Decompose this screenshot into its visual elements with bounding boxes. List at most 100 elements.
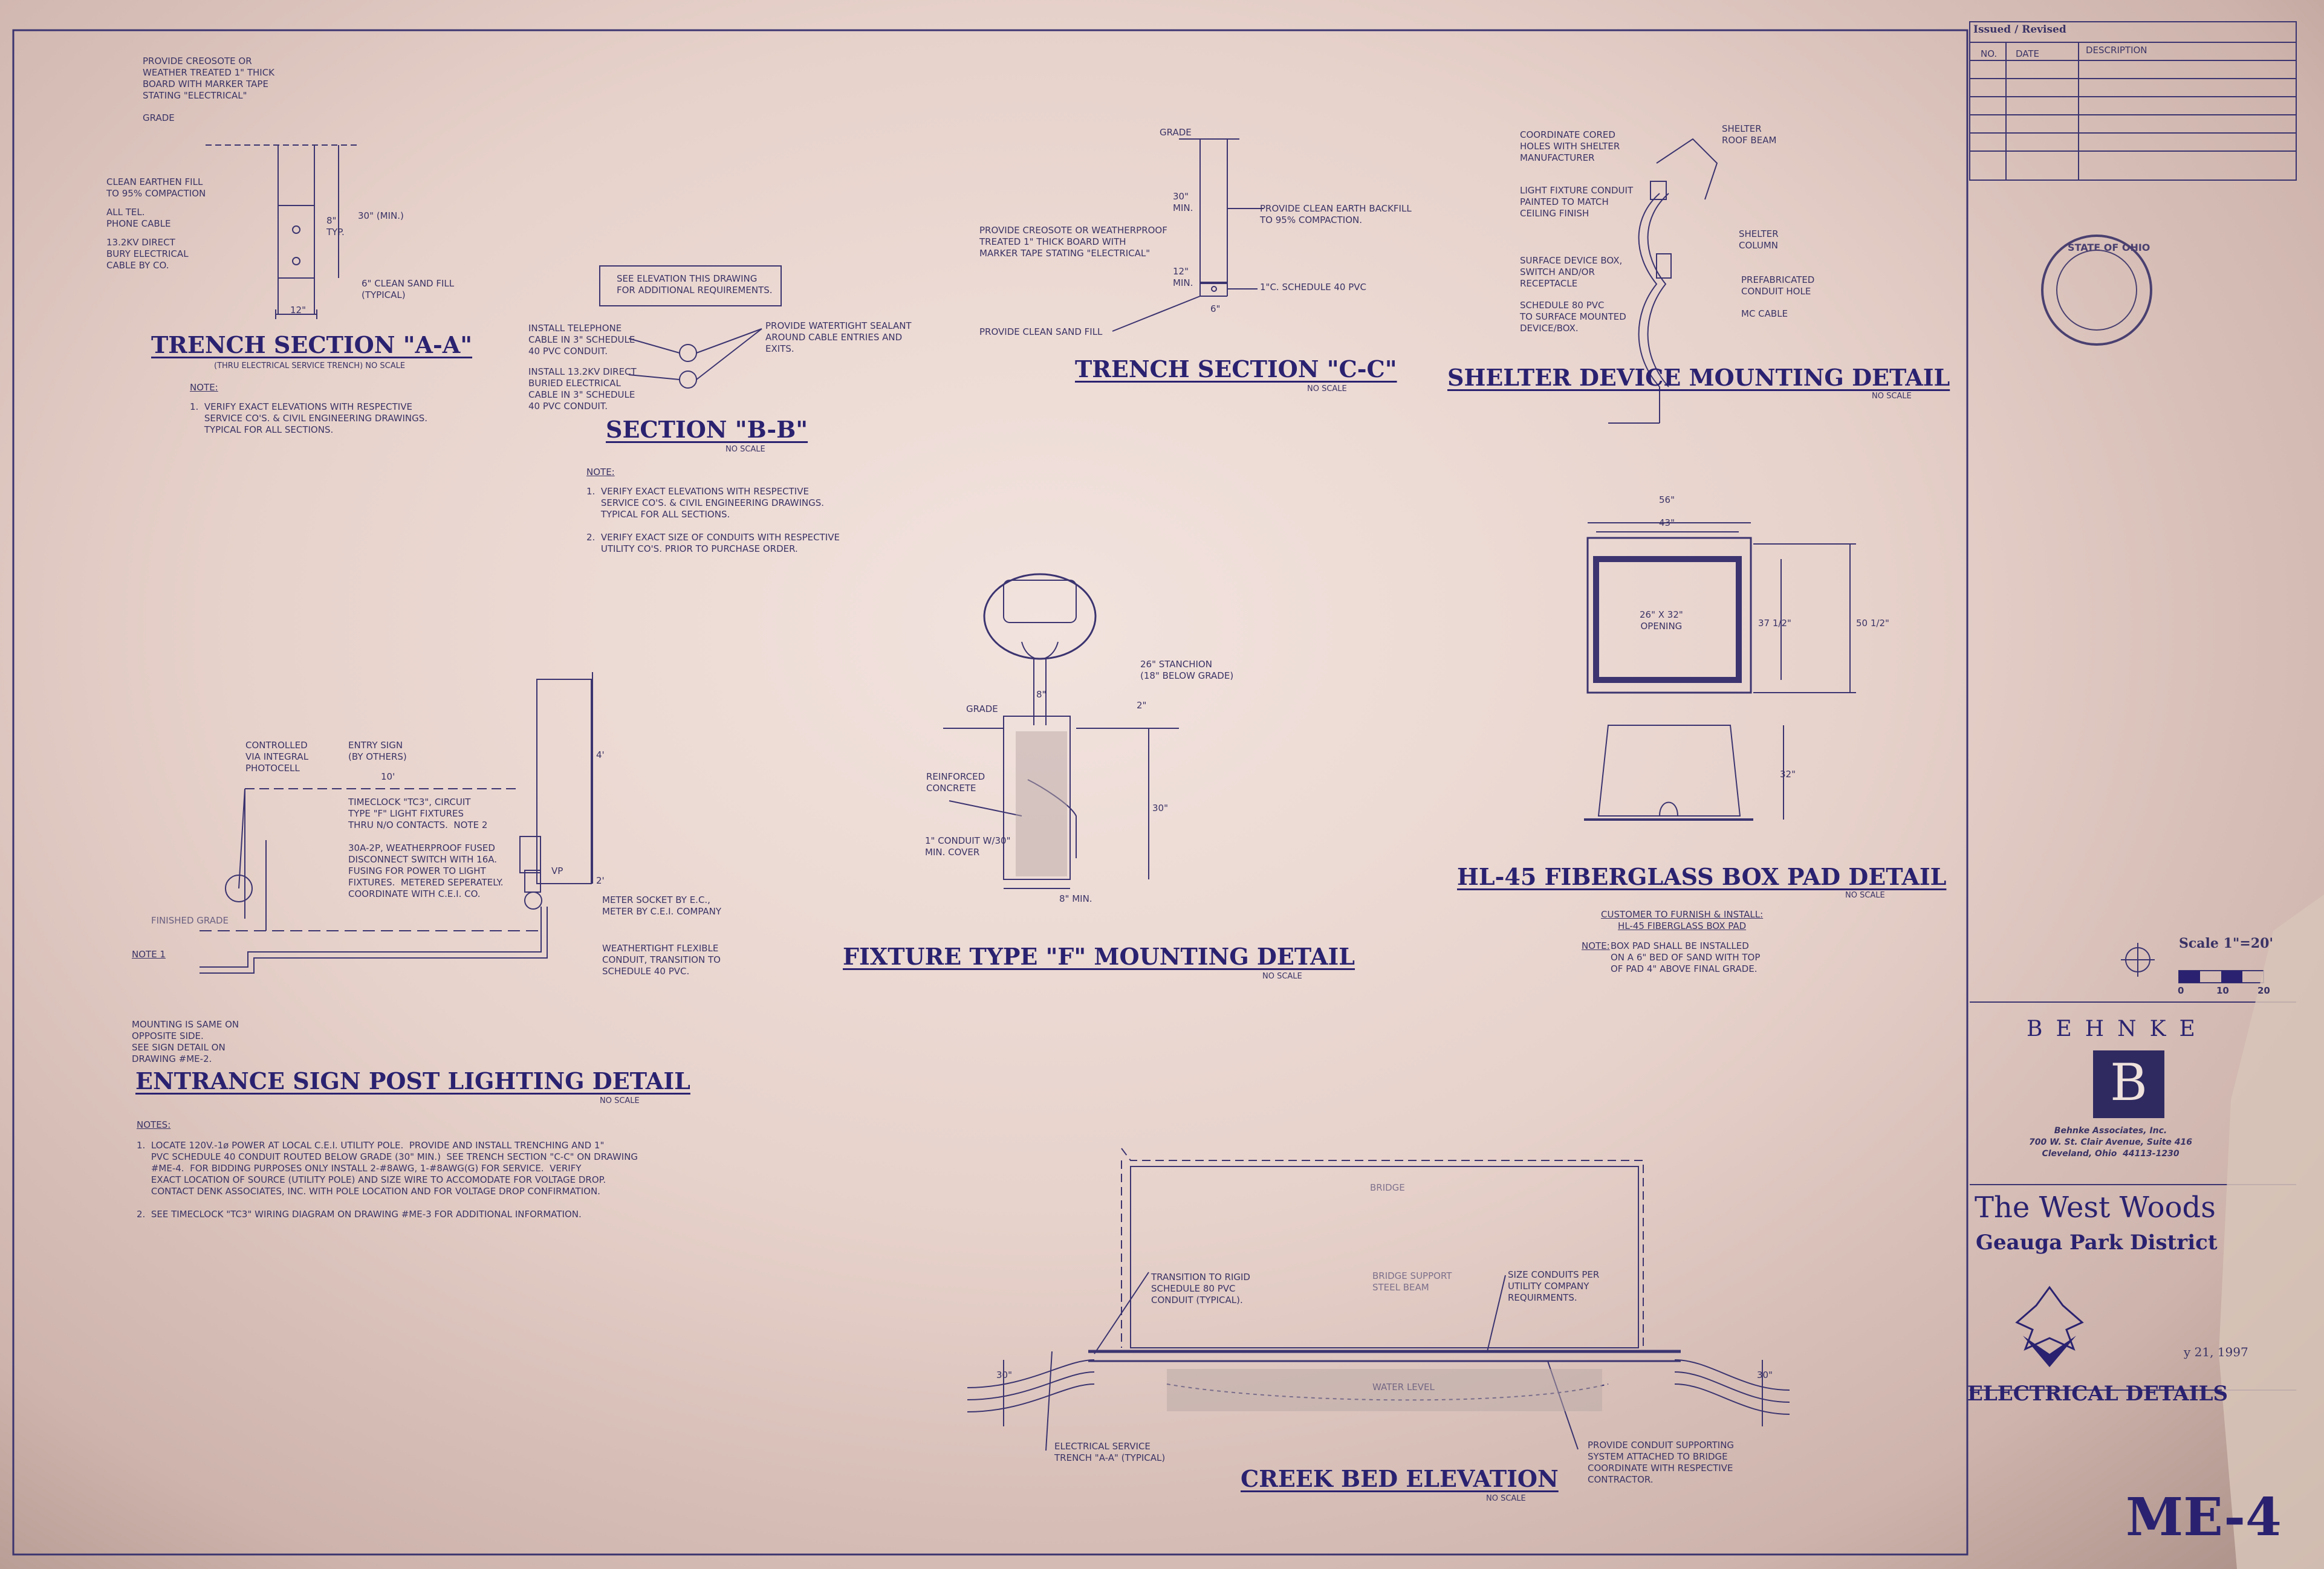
hl45-note-head: NOTE: [1582,940,1610,951]
col-description: DESCRIPTION [2086,45,2147,56]
sheet-title: ELECTRICAL DETAILS [1967,1382,2228,1406]
trench-cc-noscale: NO SCALE [1307,384,1347,393]
label-telephone-conduit: INSTALL TELEPHONE CABLE IN 3" SCHEDULE 4… [528,323,635,357]
label-shelter-column: SHELTER COLUMN [1739,228,1779,251]
label-water-level: WATER LEVEL [1372,1382,1435,1393]
shelter-noscale: NO SCALE [1872,392,1912,401]
label-cored-holes: COORDINATE CORED HOLES WITH SHELTER MANU… [1520,129,1620,163]
dim-37-half: 37 1/2" [1758,618,1791,629]
col-no: NO. [1981,48,1998,59]
scale-tick-10: 10 [2216,985,2229,996]
label-1in-conduit: 1" CONDUIT W/30" MIN. COVER [925,835,1011,858]
col-date: DATE [2016,48,2040,59]
section-bb-note: 1. VERIFY EXACT ELEVATIONS WITH RESPECTI… [586,486,840,554]
label-creosote-board: PROVIDE CREOSOTE OR WEATHER TREATED 1" T… [143,56,275,101]
cc-dim-12-min: 12" MIN. [1173,266,1193,288]
label-bridge: BRIDGE [1370,1182,1405,1193]
dim-12: 12" [290,305,306,315]
firm-logo: B [2093,1050,2164,1118]
dim-2-fixture: 2" [1137,700,1147,711]
section-bb-noscale: NO SCALE [725,445,765,454]
label-surface-box: SURFACE DEVICE BOX, SWITCH AND/OR RECEPT… [1520,255,1623,289]
leaf-logo [2015,1286,2084,1351]
cc-label-grade: GRADE [1160,127,1192,138]
dim-30-min: 30" (MIN.) [358,210,404,221]
entrance-note: 1. LOCATE 120V.-1ø POWER AT LOCAL C.E.I.… [137,1140,638,1220]
dim-8-fixture: 8" [1036,689,1047,700]
label-meter-socket: METER SOCKET BY E.C., METER BY C.E.I. CO… [602,894,722,917]
trench-aa-note-head: NOTE: [190,382,218,393]
section-bb-title: SECTION "B-B" [606,416,808,443]
fixture-f-noscale: NO SCALE [1262,972,1302,981]
label-size-conduits: SIZE CONDUITS PER UTILITY COMPANY REQUIR… [1508,1269,1600,1303]
label-conduit-hole: PREFABRICATED CONDUIT HOLE [1741,274,1815,297]
label-service-trench: ELECTRICAL SERVICE TRENCH "A-A" (TYPICAL… [1054,1441,1166,1463]
engineer-seal-text: STATE OF OHIO [2068,242,2150,253]
trench-cc-title: TRENCH SECTION "C-C" [1075,355,1397,383]
fixture-f-title: FIXTURE TYPE "F" MOUNTING DETAIL [843,943,1355,970]
project-name: The West Woods [1975,1191,2216,1224]
dim-30-right: 30" [1757,1370,1773,1380]
hl45-note: BOX PAD SHALL BE INSTALLED ON A 6" BED O… [1611,940,1761,974]
elevation-callout-box: SEE ELEVATION THIS DRAWING FOR ADDITIONA… [617,273,773,296]
client-name: Geauga Park District [1976,1231,2218,1255]
label-bridge-support: BRIDGE SUPPORT STEEL BEAM [1372,1270,1452,1293]
label-phone-cable: ALL TEL. PHONE CABLE [106,207,171,229]
creek-noscale: NO SCALE [1486,1494,1526,1503]
label-reinforced-concrete: REINFORCED CONCRETE [926,771,985,794]
hl45-customer: CUSTOMER TO FURNISH & INSTALL: HL-45 FIB… [1601,909,1764,931]
hl45-title: HL-45 FIBERGLASS BOX PAD DETAIL [1457,863,1947,890]
section-bb-note-head: NOTE: [586,467,615,477]
dim-30-fixture: 30" [1152,803,1168,814]
cc-dim-30-min: 30" MIN. [1173,191,1193,213]
label-mounting-same: MOUNTING IS SAME ON OPPOSITE SIDE. SEE S… [132,1019,239,1064]
firm-address: Behnke Associates, Inc. 700 W. St. Clair… [2029,1126,2193,1159]
label-disconnect: 30A-2P, WEATHERPROOF FUSED DISCONNECT SW… [348,843,504,899]
dim-30-left: 30" [996,1370,1012,1380]
label-photocell: CONTROLLED VIA INTEGRAL PHOTOCELL [245,740,309,774]
scale-tick-0: 0 [2178,985,2184,996]
label-schedule-80: SCHEDULE 80 PVC TO SURFACE MOUNTED DEVIC… [1520,300,1626,334]
cc-dim-6: 6" [1210,303,1221,314]
label-transition-rigid: TRANSITION TO RIGID SCHEDULE 80 PVC COND… [1151,1272,1250,1305]
cc-label-creosote: PROVIDE CREOSOTE OR WEATHERPROOF TREATED… [979,225,1167,259]
label-vp: VP [551,865,563,876]
hl45-noscale: NO SCALE [1845,891,1885,900]
entrance-note-head: NOTES: [137,1119,171,1130]
fixture-label-grade: GRADE [966,704,998,714]
firm-name: BEHNKE [2027,1017,2209,1041]
label-flexible-conduit: WEATHERTIGHT FLEXIBLE CONDUIT, TRANSITIO… [602,943,721,977]
firm-logo-letter: B [2110,1053,2147,1112]
peeled-corner [2219,894,2324,1569]
dim-43: 43" [1659,517,1675,528]
label-grade: GRADE [143,112,175,123]
trench-aa-note: 1. VERIFY EXACT ELEVATIONS WITH RESPECTI… [190,401,428,435]
dim-4ft: 4' [596,749,605,760]
drawing-date: y 21, 1997 [2184,1345,2248,1359]
dim-10ft: 10' [381,771,395,782]
sheet-number: ME-4 [2126,1487,2282,1548]
dim-2ft: 2' [596,875,605,886]
label-watertight-sealant: PROVIDE WATERTIGHT SEALANT AROUND CABLE … [765,320,912,354]
label-electrical-cable: 13.2KV DIRECT BURY ELECTRICAL CABLE BY C… [106,237,189,271]
cc-label-backfill: PROVIDE CLEAN EARTH BACKFILL TO 95% COMP… [1260,203,1412,225]
label-conduit-support: PROVIDE CONDUIT SUPPORTING SYSTEM ATTACH… [1588,1440,1735,1485]
scale-label: Scale 1"=20' [2179,936,2274,951]
label-roof-beam: SHELTER ROOF BEAM [1722,123,1777,146]
dim-32: 32" [1780,769,1796,780]
label-13kv-conduit: INSTALL 13.2KV DIRECT BURIED ELECTRICAL … [528,366,637,412]
trench-aa-subtitle: (THRU ELECTRICAL SERVICE TRENCH) NO SCAL… [214,361,406,370]
dim-8-typ: 8" TYP. [326,215,345,238]
label-mc-cable: MC CABLE [1741,308,1788,319]
cc-label-sand-fill: PROVIDE CLEAN SAND FILL [979,326,1103,337]
label-earthen-fill: CLEAN EARTHEN FILL TO 95% COMPACTION [106,176,206,199]
label-opening: 26" X 32" OPENING [1640,609,1683,632]
label-timeclock: TIMECLOCK "TC3", CIRCUIT TYPE "F" LIGHT … [348,797,488,830]
scale-tick-20: 20 [2257,985,2270,996]
dim-50-half: 50 1/2" [1856,618,1889,629]
label-sand-fill: 6" CLEAN SAND FILL (TYPICAL) [362,278,455,300]
entrance-noscale: NO SCALE [600,1096,640,1105]
dim-56: 56" [1659,494,1675,505]
label-stanchion: 26" STANCHION (18" BELOW GRADE) [1140,659,1234,681]
